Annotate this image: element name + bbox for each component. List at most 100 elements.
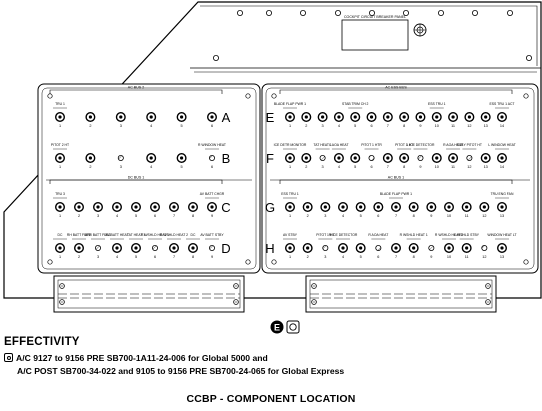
circuit-breaker-icon[interactable] bbox=[319, 154, 326, 161]
breaker-group-label: R WINDOW HEAT bbox=[198, 143, 226, 147]
circuit-breaker-icon[interactable] bbox=[375, 244, 382, 251]
circuit-breaker-icon[interactable] bbox=[176, 152, 187, 163]
breaker-number: 10 bbox=[447, 255, 451, 259]
circuit-breaker-icon[interactable] bbox=[479, 201, 490, 212]
circuit-breaker-icon[interactable] bbox=[333, 152, 344, 163]
circuit-breaker-icon[interactable] bbox=[448, 152, 459, 163]
circuit-breaker-icon[interactable] bbox=[382, 152, 393, 163]
circuit-breaker-icon[interactable] bbox=[111, 201, 122, 212]
circuit-breaker-icon[interactable] bbox=[149, 201, 160, 212]
circuit-breaker-icon[interactable] bbox=[146, 111, 157, 122]
circuit-breaker-icon[interactable] bbox=[206, 111, 217, 122]
circuit-breaker-icon[interactable] bbox=[55, 201, 66, 212]
circuit-breaker-icon[interactable] bbox=[301, 111, 312, 122]
circuit-breaker-icon[interactable] bbox=[408, 201, 419, 212]
circuit-breaker-icon[interactable] bbox=[428, 244, 435, 251]
circuit-breaker-icon[interactable] bbox=[187, 242, 198, 253]
circuit-breaker-icon[interactable] bbox=[448, 111, 459, 122]
breaker-number: 4 bbox=[150, 124, 152, 128]
breaker-number: 13 bbox=[500, 214, 504, 218]
circuit-breaker-icon[interactable] bbox=[317, 111, 328, 122]
circuit-breaker-icon[interactable] bbox=[481, 244, 488, 251]
circuit-breaker-icon[interactable] bbox=[368, 154, 375, 161]
circuit-breaker-icon[interactable] bbox=[322, 244, 329, 251]
circuit-breaker-icon[interactable] bbox=[382, 111, 393, 122]
circuit-breaker-icon[interactable] bbox=[285, 111, 296, 122]
circuit-breaker-icon[interactable] bbox=[302, 242, 313, 253]
circuit-breaker-icon[interactable] bbox=[444, 201, 455, 212]
circuit-breaker-icon[interactable] bbox=[355, 201, 366, 212]
circuit-breaker-icon[interactable] bbox=[373, 201, 384, 212]
circuit-breaker-icon[interactable] bbox=[302, 201, 313, 212]
circuit-breaker-icon[interactable] bbox=[168, 242, 179, 253]
circuit-breaker-icon[interactable] bbox=[350, 111, 361, 122]
circuit-breaker-icon[interactable] bbox=[187, 201, 198, 212]
circuit-breaker-icon[interactable] bbox=[176, 111, 187, 122]
breaker-number: 11 bbox=[465, 255, 469, 259]
panel-inner-outline bbox=[200, 5, 538, 66]
circuit-breaker-icon[interactable] bbox=[408, 242, 419, 253]
circuit-breaker-icon[interactable] bbox=[285, 152, 296, 163]
circuit-breaker-icon[interactable] bbox=[208, 154, 215, 161]
breaker-number: 5 bbox=[354, 165, 356, 169]
circuit-breaker-icon[interactable] bbox=[55, 111, 66, 122]
circuit-breaker-icon[interactable] bbox=[461, 201, 472, 212]
circuit-breaker-icon[interactable] bbox=[444, 242, 455, 253]
circuit-breaker-icon[interactable] bbox=[117, 154, 124, 161]
circuit-breaker-icon[interactable] bbox=[146, 152, 157, 163]
circuit-breaker-icon[interactable] bbox=[73, 242, 84, 253]
circuit-breaker-icon[interactable] bbox=[415, 111, 426, 122]
circuit-breaker-icon[interactable] bbox=[73, 201, 84, 212]
circuit-breaker-icon[interactable] bbox=[111, 242, 122, 253]
circuit-breaker-icon[interactable] bbox=[461, 242, 472, 253]
circuit-breaker-icon[interactable] bbox=[366, 111, 377, 122]
circuit-breaker-icon[interactable] bbox=[85, 152, 96, 163]
breaker-group-label: L AOA HEAT bbox=[329, 143, 348, 147]
circuit-breaker-icon[interactable] bbox=[285, 201, 296, 212]
circuit-breaker-icon[interactable] bbox=[55, 242, 66, 253]
screw-icon bbox=[368, 9, 375, 16]
breaker-number: 9 bbox=[211, 255, 213, 259]
circuit-breaker-icon[interactable] bbox=[355, 242, 366, 253]
circuit-breaker-icon[interactable] bbox=[208, 244, 215, 251]
breaker-number: 11 bbox=[451, 124, 455, 128]
circuit-breaker-icon[interactable] bbox=[399, 111, 410, 122]
circuit-breaker-icon[interactable] bbox=[426, 201, 437, 212]
circuit-breaker-icon[interactable] bbox=[480, 111, 491, 122]
circuit-breaker-icon[interactable] bbox=[338, 242, 349, 253]
circuit-breaker-icon[interactable] bbox=[206, 201, 217, 212]
circuit-breaker-icon[interactable] bbox=[92, 201, 103, 212]
circuit-breaker-icon[interactable] bbox=[333, 111, 344, 122]
circuit-breaker-icon[interactable] bbox=[338, 201, 349, 212]
circuit-breaker-icon[interactable] bbox=[417, 154, 424, 161]
circuit-breaker-icon[interactable] bbox=[130, 242, 141, 253]
circuit-breaker-icon[interactable] bbox=[151, 244, 158, 251]
circuit-breaker-icon[interactable] bbox=[85, 111, 96, 122]
circuit-breaker-icon[interactable] bbox=[391, 242, 402, 253]
breaker-number: 14 bbox=[500, 124, 504, 128]
breaker-number: 2 bbox=[305, 124, 307, 128]
circuit-breaker-icon[interactable] bbox=[466, 154, 473, 161]
circuit-breaker-icon[interactable] bbox=[497, 201, 508, 212]
circuit-breaker-icon[interactable] bbox=[115, 111, 126, 122]
circuit-breaker-icon[interactable] bbox=[391, 201, 402, 212]
circuit-breaker-icon[interactable] bbox=[130, 201, 141, 212]
circuit-breaker-icon[interactable] bbox=[301, 152, 312, 163]
circuit-breaker-icon[interactable] bbox=[497, 152, 508, 163]
circuit-breaker-icon[interactable] bbox=[55, 152, 66, 163]
circuit-breaker-icon[interactable] bbox=[497, 111, 508, 122]
circuit-breaker-icon[interactable] bbox=[168, 201, 179, 212]
circuit-breaker-icon[interactable] bbox=[350, 152, 361, 163]
circuit-breaker-icon[interactable] bbox=[285, 242, 296, 253]
circuit-breaker-icon[interactable] bbox=[497, 242, 508, 253]
row-letter: G bbox=[265, 200, 275, 215]
circuit-breaker-icon[interactable] bbox=[480, 152, 491, 163]
circuit-breaker-icon[interactable] bbox=[399, 152, 410, 163]
breaker-number: 3 bbox=[324, 214, 326, 218]
circuit-breaker-icon[interactable] bbox=[431, 152, 442, 163]
circuit-breaker-icon[interactable] bbox=[320, 201, 331, 212]
circuit-breaker-icon[interactable] bbox=[431, 111, 442, 122]
circuit-breaker-icon[interactable] bbox=[95, 244, 102, 251]
circuit-breaker-icon[interactable] bbox=[464, 111, 475, 122]
